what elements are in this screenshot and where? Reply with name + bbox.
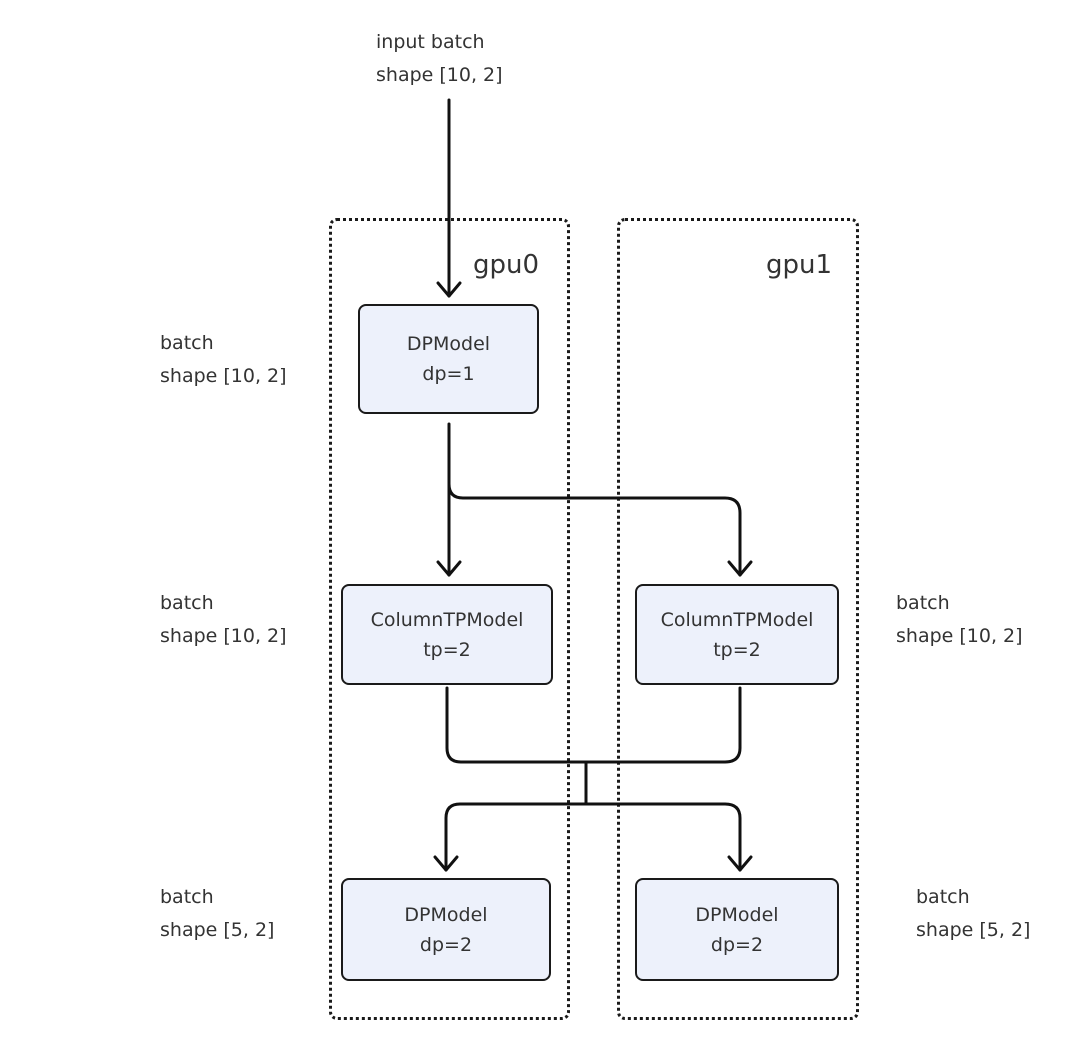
node-param: tp=2	[713, 638, 761, 661]
node-param: dp=2	[710, 933, 764, 956]
merge-to-dp-gpu1-head	[727, 855, 753, 872]
dp-model-top-node: DPModel dp=1	[358, 304, 539, 414]
gpu1-boundary	[617, 218, 859, 1020]
batch-label-line2: shape [10, 2]	[896, 625, 1023, 647]
merge-to-dp-gpu0-line	[444, 802, 588, 872]
batch-label-line2: shape [5, 2]	[160, 919, 275, 941]
dp-to-col-gpu1-head	[727, 560, 753, 577]
batch-shape-label-top-left: batch shape [10, 2]	[160, 327, 287, 393]
dp-to-col-gpu0-head	[436, 560, 462, 577]
batch-label-line2: shape [10, 2]	[160, 625, 287, 647]
input-arrow-head	[436, 281, 462, 298]
node-param: dp=2	[419, 933, 473, 956]
batch-label-line1: batch	[916, 886, 970, 908]
batch-label-line1: batch	[160, 332, 214, 354]
node-param: dp=1	[422, 363, 475, 385]
dp-to-col-gpu1-line	[447, 482, 742, 577]
merge-to-dp-gpu0-head	[433, 855, 459, 872]
input-batch-line1: input batch	[376, 31, 485, 53]
batch-shape-label-mid-left: batch shape [10, 2]	[160, 587, 287, 653]
column-tp-model-gpu1-node: ColumnTPModel tp=2	[635, 584, 839, 685]
batch-shape-label-bottom-left: batch shape [5, 2]	[160, 881, 274, 947]
batch-shape-label-mid-right: batch shape [10, 2]	[896, 587, 1023, 653]
batch-label-line1: batch	[896, 592, 950, 614]
batch-shape-label-bottom-right: batch shape [5, 2]	[916, 881, 1030, 947]
input-batch-label: input batch shape [10, 2]	[376, 26, 503, 92]
batch-label-line2: shape [10, 2]	[160, 365, 287, 387]
node-name: DPModel	[406, 333, 491, 355]
node-name: DPModel	[404, 903, 488, 926]
node-name: ColumnTPModel	[370, 608, 524, 631]
node-param: tp=2	[423, 638, 471, 661]
col-merge-line	[445, 686, 742, 764]
gpu1-label: gpu1	[766, 250, 833, 280]
node-name: DPModel	[695, 903, 779, 926]
dp-model-bottom-gpu1-node: DPModel dp=2	[635, 878, 839, 981]
node-name: ColumnTPModel	[660, 608, 814, 631]
gpu0-label: gpu0	[473, 250, 540, 280]
input-batch-line2: shape [10, 2]	[376, 64, 503, 86]
batch-label-line1: batch	[160, 592, 214, 614]
column-tp-model-gpu0-node: ColumnTPModel tp=2	[341, 584, 553, 685]
batch-label-line1: batch	[160, 886, 214, 908]
batch-label-line2: shape [5, 2]	[916, 919, 1031, 941]
merge-to-dp-gpu1-line	[584, 802, 742, 872]
dp-model-bottom-gpu0-node: DPModel dp=2	[341, 878, 551, 981]
